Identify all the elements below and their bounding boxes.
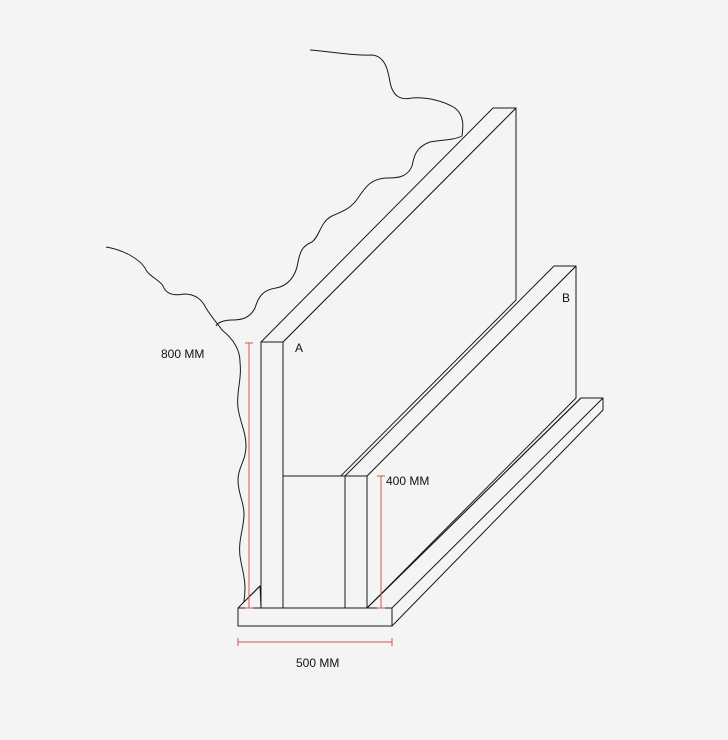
label-point-a: A [295, 341, 303, 355]
small-wall-end [344, 475, 368, 609]
label-height-400: 400 MM [386, 474, 429, 488]
labels: A B 800 MM 400 MM 500 MM [161, 291, 570, 670]
footing-back-edge [391, 397, 604, 609]
label-point-b: B [562, 291, 570, 305]
soil-profile [105, 49, 464, 609]
large-wall-end [260, 341, 284, 609]
label-width-500: 500 MM [296, 656, 339, 670]
dimensions [237, 342, 393, 646]
soil-line-upper [215, 49, 464, 327]
soil-line-lower [105, 246, 247, 609]
label-height-800: 800 MM [161, 347, 204, 361]
footing-front [237, 607, 393, 627]
wall-structure [237, 107, 604, 627]
footing-left-rear [247, 585, 261, 599]
footing-top-inner-edge [366, 397, 582, 609]
recess-panel [282, 475, 346, 609]
